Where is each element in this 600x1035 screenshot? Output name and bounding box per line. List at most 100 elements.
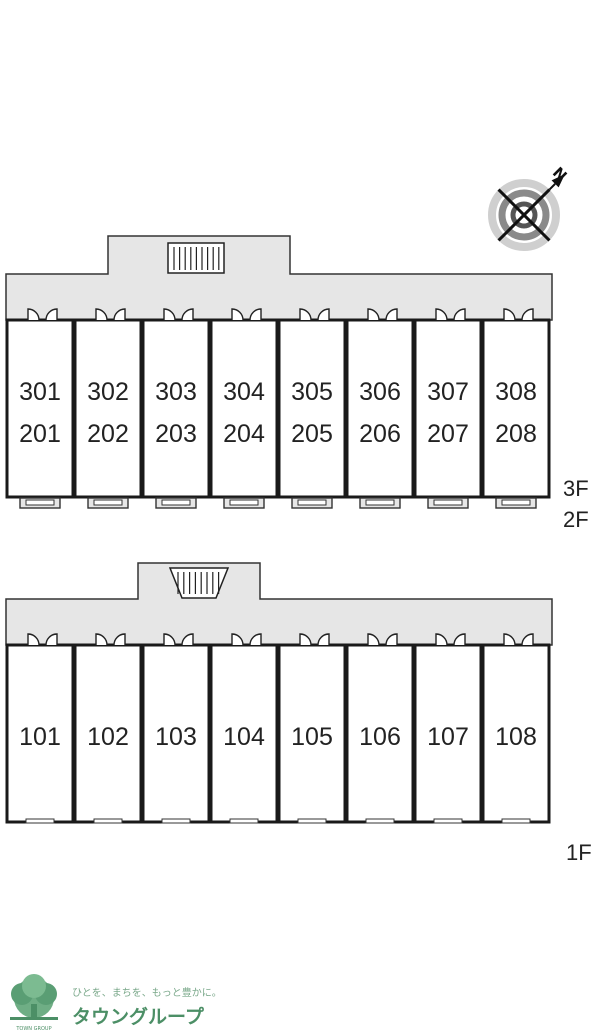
door-swing-icon xyxy=(367,633,380,646)
unit-103: 103 xyxy=(141,633,211,824)
unit-window xyxy=(433,818,463,824)
unit-box xyxy=(209,318,279,499)
unit-106: 106 xyxy=(345,633,415,824)
door-swing-icon xyxy=(163,308,176,321)
door-swing-icon xyxy=(453,308,466,321)
unit-number-label: 206 xyxy=(359,420,401,448)
door-swing-icon xyxy=(181,633,194,646)
balcony-window xyxy=(229,499,259,506)
unit-number-label: 203 xyxy=(155,420,197,448)
door-swing-icon xyxy=(385,308,398,321)
unit-window xyxy=(93,818,123,824)
balcony-window xyxy=(433,499,463,506)
unit-window xyxy=(501,818,531,824)
unit-window xyxy=(25,818,55,824)
brand-logo: TOWN GROUP ひとを、まちを、もっと豊かに。 タウングループ xyxy=(10,974,222,1032)
unit-box xyxy=(141,643,211,824)
brand-tagline: ひとを、まちを、もっと豊かに。 xyxy=(72,986,222,999)
door-swing-icon xyxy=(317,633,330,646)
unit-308-208: 308 208 xyxy=(481,308,551,509)
unit-box xyxy=(413,318,483,499)
brand-small-label: TOWN GROUP xyxy=(15,1026,51,1032)
floor-label-1f: 1F xyxy=(566,840,592,865)
unit-box xyxy=(141,318,211,499)
unit-number-label: 102 xyxy=(87,723,129,751)
unit-number-label: 208 xyxy=(495,420,537,448)
unit-302-202: 302 202 xyxy=(73,308,143,509)
door-swing-icon xyxy=(453,633,466,646)
unit-number-label: 307 xyxy=(427,378,469,406)
unit-box xyxy=(5,643,75,824)
lower-corridor xyxy=(5,562,553,646)
unit-number-label: 201 xyxy=(19,420,61,448)
unit-number-label: 103 xyxy=(155,723,197,751)
unit-number-label: 308 xyxy=(495,378,537,406)
door-swing-icon xyxy=(503,308,516,321)
door-swing-icon xyxy=(181,308,194,321)
unit-number-label: 303 xyxy=(155,378,197,406)
door-swing-icon xyxy=(299,633,312,646)
door-swing-icon xyxy=(45,308,58,321)
balcony-window xyxy=(501,499,531,506)
tree-logo-icon xyxy=(10,974,58,1020)
unit-number-label: 107 xyxy=(427,723,469,751)
door-swing-icon xyxy=(435,633,448,646)
unit-number-label: 101 xyxy=(19,723,61,751)
unit-107: 107 xyxy=(413,633,483,824)
unit-105: 105 xyxy=(277,633,347,824)
unit-number-label: 202 xyxy=(87,420,129,448)
unit-box xyxy=(277,318,347,499)
unit-101: 101 xyxy=(5,633,75,824)
door-swing-icon xyxy=(503,633,516,646)
balcony-window xyxy=(161,499,191,506)
upper-corridor xyxy=(5,235,553,321)
unit-window xyxy=(229,818,259,824)
door-swing-icon xyxy=(521,633,534,646)
door-swing-icon xyxy=(231,633,244,646)
unit-box xyxy=(277,643,347,824)
unit-306-206: 306 206 xyxy=(345,308,415,509)
unit-number-label: 207 xyxy=(427,420,469,448)
lower-stairs xyxy=(168,567,230,599)
unit-window xyxy=(297,818,327,824)
unit-307-207: 307 207 xyxy=(413,308,483,509)
door-swing-icon xyxy=(249,633,262,646)
door-swing-icon xyxy=(249,308,262,321)
brand-name: タウングループ xyxy=(72,1005,205,1028)
unit-number-label: 106 xyxy=(359,723,401,751)
unit-number-label: 304 xyxy=(223,378,265,406)
floor-label-2f: 2F xyxy=(563,507,589,532)
door-swing-icon xyxy=(27,308,40,321)
unit-number-label: 104 xyxy=(223,723,265,751)
door-swing-icon xyxy=(45,633,58,646)
compass-north-label: N xyxy=(549,163,571,185)
door-swing-icon xyxy=(367,308,380,321)
balcony-window xyxy=(93,499,123,506)
door-swing-icon xyxy=(95,633,108,646)
unit-box xyxy=(481,318,551,499)
door-swing-icon xyxy=(113,308,126,321)
balcony-window xyxy=(297,499,327,506)
door-swing-icon xyxy=(95,308,108,321)
balcony-window xyxy=(365,499,395,506)
unit-number-label: 205 xyxy=(291,420,333,448)
door-swing-icon xyxy=(113,633,126,646)
door-swing-icon xyxy=(317,308,330,321)
unit-box xyxy=(413,643,483,824)
upper-stairs xyxy=(167,242,225,274)
compass-icon: N xyxy=(488,163,571,251)
unit-number-label: 302 xyxy=(87,378,129,406)
unit-104: 104 xyxy=(209,633,279,824)
door-swing-icon xyxy=(299,308,312,321)
unit-number-label: 301 xyxy=(19,378,61,406)
door-swing-icon xyxy=(435,308,448,321)
unit-number-label: 105 xyxy=(291,723,333,751)
unit-301-201: 301 201 xyxy=(5,308,75,509)
door-swing-icon xyxy=(521,308,534,321)
unit-number-label: 306 xyxy=(359,378,401,406)
unit-box xyxy=(209,643,279,824)
unit-box xyxy=(73,643,143,824)
